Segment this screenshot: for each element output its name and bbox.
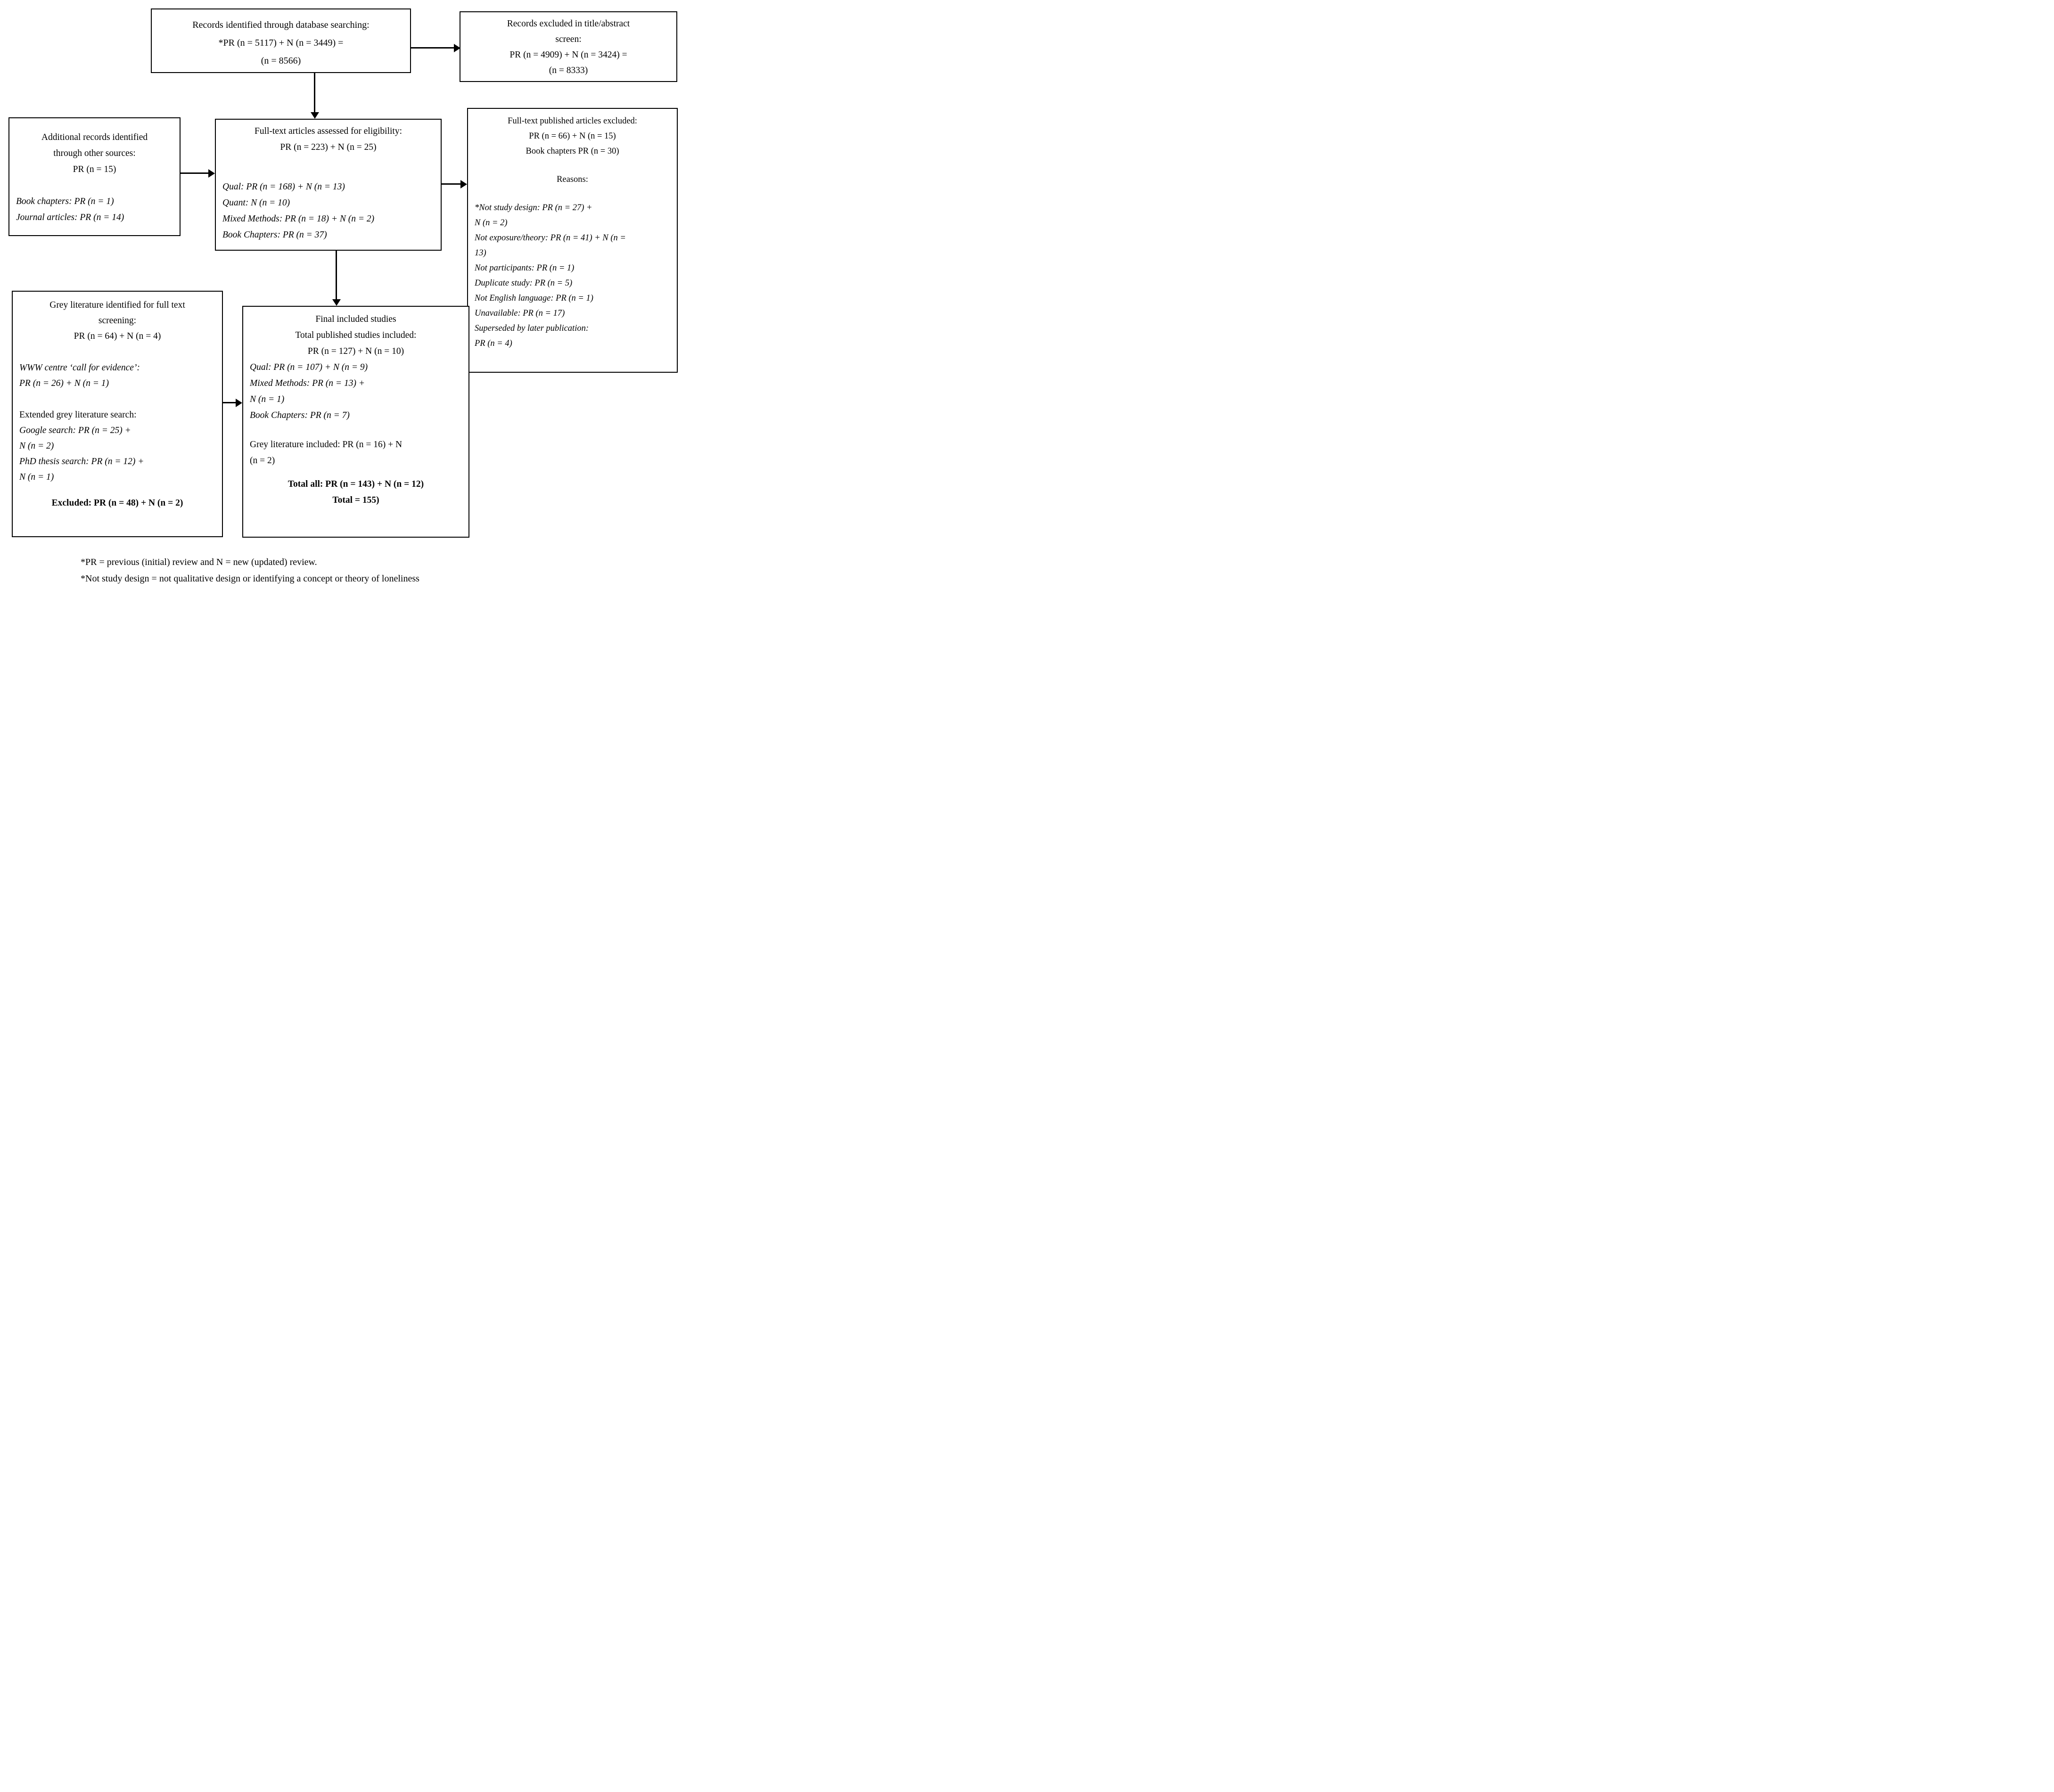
text-line: Not participants: PR (n = 1) <box>475 263 575 273</box>
text-line: Excluded: PR (n = 48) + N (n = 2) <box>51 498 183 508</box>
box-fulltext-assessed: Full-text articles assessed for eligibil… <box>215 119 442 251</box>
prisma-flow-diagram: Records identified through database sear… <box>0 0 685 597</box>
text-line: (n = 2) <box>250 456 275 466</box>
footnote-line: *Not study design = not qualitative desi… <box>81 573 419 584</box>
text-line: Unavailable: PR (n = 17) <box>475 309 565 318</box>
text-line: N (n = 2) <box>475 218 508 228</box>
text-line: Superseded by later publication: <box>475 324 589 333</box>
arrow-records-to-excluded <box>411 43 460 52</box>
text-line: *PR (n = 5117) + N (n = 3449) = <box>218 38 344 48</box>
spacer <box>19 485 215 495</box>
text-line: WWW centre ‘call for evidence’: <box>19 363 140 373</box>
text-line: (n = 8566) <box>261 56 301 66</box>
text-line: PR (n = 127) + N (n = 10) <box>307 346 404 356</box>
text-line: Mixed Methods: PR (n = 18) + N (n = 2) <box>222 214 375 224</box>
text-line: PhD thesis search: PR (n = 12) + <box>19 457 144 466</box>
text-line: *Not study design: PR (n = 27) + <box>475 203 592 213</box>
text-line: Not exposure/theory: PR (n = 41) + N (n … <box>475 233 626 243</box>
arrow-records-to-assessed <box>310 73 319 119</box>
text-line: Full-text published articles excluded: <box>508 116 637 126</box>
text-line: PR (n = 15) <box>73 164 116 174</box>
text-line: Google search: PR (n = 25) + <box>19 425 131 435</box>
text-line: Not English language: PR (n = 1) <box>475 294 593 303</box>
text-line: Final included studies <box>315 314 396 324</box>
text-line: Records excluded in title/abstract <box>507 19 630 29</box>
text-line: Full-text articles assessed for eligibil… <box>254 126 403 136</box>
text-line: PR (n = 4909) + N (n = 3424) = <box>509 50 627 60</box>
text-line: Journal articles: PR (n = 14) <box>16 213 124 222</box>
spacer <box>250 424 462 437</box>
text-line: Book Chapters: PR (n = 7) <box>250 410 350 420</box>
text-line: Total = 155) <box>332 495 379 505</box>
text-line: Quant: N (n = 10) <box>222 198 290 208</box>
text-line: Reasons: <box>557 175 588 184</box>
text-line: N (n = 2) <box>19 441 54 451</box>
spacer <box>475 187 670 200</box>
text-line: Mixed Methods: PR (n = 13) + <box>250 378 365 388</box>
arrow-additional-to-assessed <box>181 169 215 178</box>
text-line: PR (n = 64) + N (n = 4) <box>74 331 161 341</box>
box-final-included: Final included studies Total published s… <box>242 306 469 538</box>
text-line: Additional records identified <box>41 132 148 142</box>
spacer <box>475 159 670 172</box>
text-line: Records identified through database sear… <box>192 20 370 30</box>
arrow-grey-to-final <box>223 398 242 407</box>
text-line: Qual: PR (n = 168) + N (n = 13) <box>222 182 345 192</box>
text-line: 13) <box>475 248 486 258</box>
text-line: (n = 8333) <box>549 65 588 75</box>
text-line: Total published studies included: <box>295 330 417 340</box>
spacer <box>16 178 173 194</box>
text-line: PR (n = 26) + N (n = 1) <box>19 378 109 388</box>
footnote-line: *PR = previous (initial) review and N = … <box>81 557 317 567</box>
text-line: N (n = 1) <box>19 472 54 482</box>
arrow-assessed-to-excluded <box>442 180 467 188</box>
arrow-assessed-to-final <box>332 251 341 306</box>
text-line: Duplicate study: PR (n = 5) <box>475 278 573 288</box>
text-line: screen: <box>555 34 582 44</box>
text-line: Total all: PR (n = 143) + N (n = 12) <box>288 479 424 489</box>
spacer <box>250 469 462 476</box>
text-line: Grey literature included: PR (n = 16) + … <box>250 440 403 450</box>
text-line: PR (n = 223) + N (n = 25) <box>280 142 377 152</box>
text-line: Book Chapters: PR (n = 37) <box>222 230 327 240</box>
text-line: screening: <box>98 316 137 326</box>
box-records-identified: Records identified through database sear… <box>151 8 411 73</box>
spacer <box>19 344 215 360</box>
text-line: Qual: PR (n = 107) + N (n = 9) <box>250 362 368 372</box>
footnotes: *PR = previous (initial) review and N = … <box>81 554 419 587</box>
text-line: PR (n = 66) + N (n = 15) <box>529 131 616 141</box>
text-line: Grey literature identified for full text <box>49 300 185 310</box>
text-line: N (n = 1) <box>250 394 285 404</box>
text-line: Extended grey literature search: <box>19 410 137 420</box>
text-line: PR (n = 4) <box>475 339 512 348</box>
text-line: through other sources: <box>53 148 136 158</box>
box-fulltext-excluded: Full-text published articles excluded: P… <box>467 108 678 373</box>
box-grey-literature: Grey literature identified for full text… <box>12 291 223 537</box>
spacer <box>19 391 215 407</box>
text-line: Book chapters PR (n = 30) <box>526 147 619 156</box>
text-line: Book chapters: PR (n = 1) <box>16 196 114 206</box>
box-additional-records: Additional records identified through ot… <box>8 117 181 236</box>
spacer <box>222 155 434 179</box>
box-records-excluded-title-abstract: Records excluded in title/abstract scree… <box>460 11 677 82</box>
